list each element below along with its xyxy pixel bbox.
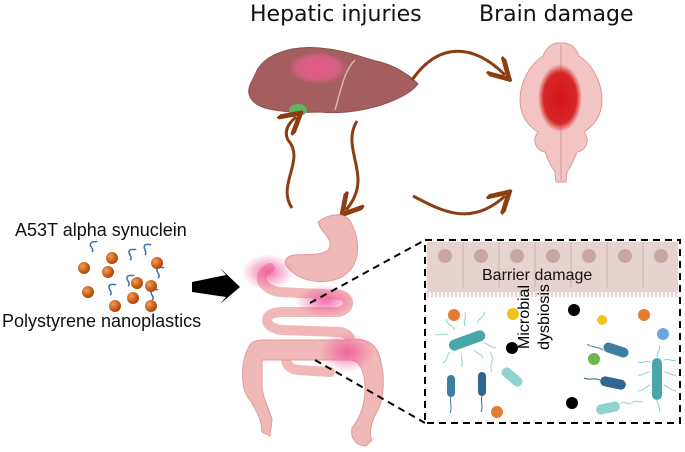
flagellated-bacterium-right (637, 344, 677, 413)
gut-inflammation-spots (242, 254, 375, 372)
arrow-gut-to-brain (412, 196, 505, 216)
nanoparticle-beads (78, 252, 163, 312)
cell-nuclei (438, 249, 668, 263)
liver-injury-spot (288, 52, 348, 84)
zoom-callout-lines (309, 239, 426, 424)
flagellated-bacterium-left (434, 311, 497, 368)
barrier-damage-label: Barrier damage (482, 267, 593, 284)
rod-bacterium (447, 372, 486, 414)
stomach (284, 214, 358, 282)
arrow-gut-to-liver (286, 117, 296, 209)
liver-illustration (248, 46, 419, 116)
arrow-liver-to-gut (346, 120, 358, 210)
pathway-arrows (286, 49, 505, 216)
brain-injury-spot (538, 64, 582, 132)
gut-illustration (242, 214, 384, 447)
brain-illustration (519, 42, 603, 183)
microbial-dysbiosis-label: Microbial dysbiosis (515, 262, 555, 372)
exposure-arrow (192, 268, 240, 304)
hepatic-injuries-label: Hepatic injuries (250, 2, 422, 27)
curved-bacterium-left (489, 351, 523, 387)
microbial-label-line2: dysbiosis (536, 284, 553, 350)
polystyrene-nanoplastics-label: Polystyrene nanoplastics (2, 311, 202, 331)
arrow-liver-to-brain (410, 49, 505, 80)
brain-damage-label: Brain damage (479, 2, 634, 27)
rod-bacteria-right (583, 342, 629, 390)
microbial-label-line1: Microbial (516, 285, 533, 350)
epithelial-layer (427, 242, 678, 297)
microbe-particles (448, 304, 669, 418)
inset-panel (424, 239, 681, 424)
a53t-synuclein-label: A53T alpha synuclein (15, 220, 187, 240)
liver-ligament (334, 59, 356, 111)
curved-bacterium-right (596, 400, 644, 415)
nanoplastic-cluster (78, 240, 165, 312)
bacteria (434, 311, 677, 415)
gallbladder-icon (289, 104, 307, 116)
